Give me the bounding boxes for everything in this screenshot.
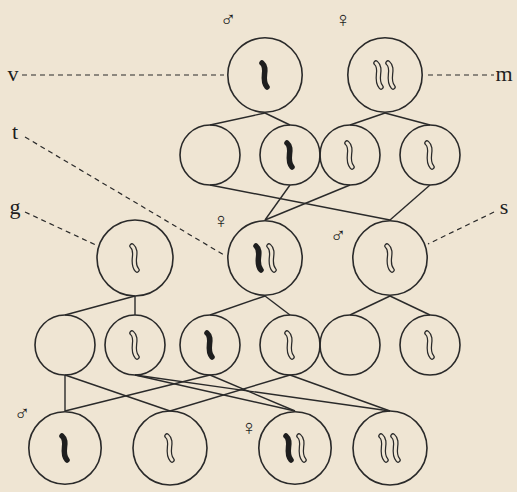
descent-line — [64, 375, 65, 411]
cell-outline — [353, 221, 427, 295]
descent-line — [210, 113, 265, 125]
descent-line — [390, 185, 430, 220]
descent-line — [65, 296, 135, 315]
cell-circle: ♂ — [28, 411, 102, 485]
sex-symbol: ♂ — [220, 9, 237, 31]
cell-circle: ♀ — [258, 411, 332, 485]
cell-outline — [228, 221, 302, 295]
dark-chromosome — [262, 63, 267, 87]
descent-line — [350, 296, 390, 315]
light-chromosome — [347, 143, 352, 167]
leader-lines — [22, 75, 494, 255]
cell-circle: ♂ — [352, 220, 428, 296]
cell-circle — [97, 220, 173, 296]
cell-outline — [258, 411, 332, 485]
sex-symbol: ♀ — [241, 417, 258, 439]
descent-line — [390, 296, 430, 315]
cell-outline — [28, 411, 102, 485]
cell-outline — [228, 38, 302, 112]
descent-line — [65, 375, 170, 411]
descent-line — [210, 375, 295, 411]
light-chromosome — [387, 246, 392, 270]
gamete-circle — [400, 125, 460, 185]
gamete-circle — [260, 125, 320, 185]
descent-line — [170, 375, 290, 411]
light-chromosome — [427, 143, 432, 167]
light-chromosome — [167, 436, 172, 460]
leader-line — [428, 212, 494, 244]
cell-outline — [227, 37, 303, 113]
light-chromosome — [269, 246, 274, 270]
descent-line — [134, 296, 135, 315]
light-chromosome — [299, 436, 304, 460]
gamete-circle — [180, 315, 240, 375]
cell-circle — [133, 411, 207, 485]
dark-chromosome — [287, 143, 292, 167]
cell-circle — [353, 411, 427, 485]
dark-chromosome — [62, 436, 67, 460]
gamete-circle — [105, 315, 165, 375]
descent-line — [265, 296, 290, 315]
callout-letter: g — [10, 196, 21, 218]
callout-letter: s — [500, 196, 509, 218]
dark-chromosome — [286, 436, 291, 460]
callout-letter: t — [12, 121, 18, 143]
descent-line — [135, 375, 390, 411]
light-chromosome — [132, 333, 137, 357]
light-chromosome — [287, 333, 292, 357]
gamete-circle — [260, 315, 320, 375]
descent-line — [210, 296, 265, 315]
descent-line — [350, 113, 385, 125]
leader-line — [25, 137, 224, 255]
descent-line — [265, 113, 290, 125]
descent-line — [290, 375, 390, 411]
light-chromosome — [388, 63, 393, 87]
descent-line — [265, 185, 350, 220]
descent-lines — [65, 113, 430, 411]
light-chromosome — [381, 436, 386, 460]
gamete-circle — [35, 315, 95, 375]
sex-symbol: ♂ — [14, 403, 31, 425]
light-chromosome — [376, 63, 381, 87]
light-chromosome — [393, 436, 398, 460]
cell-circles — [35, 125, 460, 485]
cell-circle: ♀ — [227, 220, 303, 296]
sex-symbol: ♀ — [335, 9, 352, 31]
descent-line — [135, 375, 295, 411]
gamete-circle — [320, 125, 380, 185]
gamete-circle — [400, 315, 460, 375]
sex-symbol: ♀ — [213, 210, 230, 232]
cell-outline — [29, 412, 101, 484]
leader-line — [428, 74, 494, 75]
dark-chromosome — [256, 246, 261, 270]
light-chromosome — [132, 246, 137, 270]
gamete-circle — [180, 125, 240, 185]
callout-letter: v — [8, 63, 19, 85]
cell-outline — [347, 37, 423, 113]
cell-circle: ♂ — [227, 37, 303, 113]
descent-line — [210, 185, 390, 220]
leader-line — [25, 212, 98, 246]
sex-symbol: ♂ — [330, 225, 347, 247]
cell-circle: ♀ — [347, 37, 423, 113]
callout-letter: m — [495, 63, 512, 85]
gamete-circle — [320, 315, 380, 375]
cell-outline — [352, 220, 428, 296]
light-chromosome — [427, 333, 432, 357]
chromosomes — [62, 63, 432, 460]
cell-outline — [259, 412, 331, 484]
cell-outline — [348, 38, 422, 112]
leader-line — [22, 74, 224, 75]
descent-line — [385, 113, 430, 125]
dark-chromosome — [207, 333, 212, 357]
cell-outline — [227, 220, 303, 296]
